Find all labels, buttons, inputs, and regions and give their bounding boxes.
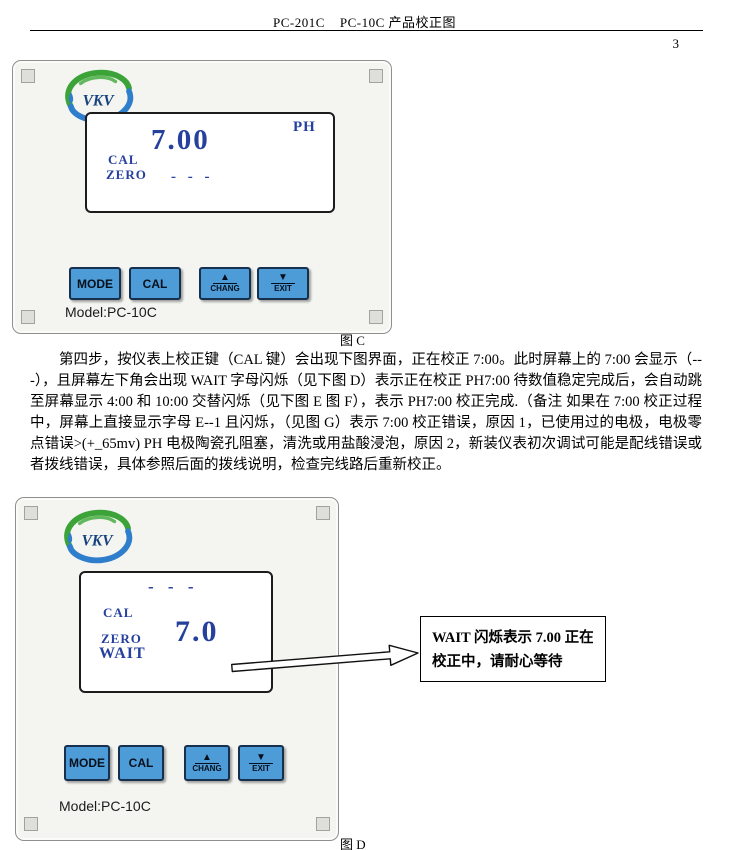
lcd-display: - - - CAL ZERO WAIT 7.0	[79, 571, 273, 693]
step-4-paragraph: 第四步，按仪表上校正键（CAL 键）会出现下图界面，正在校正 7:00。此时屏幕…	[30, 352, 702, 473]
callout-arrow-icon	[231, 644, 419, 673]
exit-button-label: EXIT	[252, 763, 270, 773]
up-arrow-icon: ▲	[195, 752, 219, 764]
cal-button: CAL	[129, 267, 181, 300]
corner-screw	[316, 817, 330, 831]
logo-text: VKV	[82, 533, 115, 550]
corner-screw	[369, 310, 383, 324]
callout-text-line2: 校正中，请耐心等待	[432, 654, 563, 670]
header-divider	[30, 30, 703, 31]
down-arrow-icon: ▼	[271, 273, 295, 284]
corner-screw	[369, 69, 383, 83]
corner-screw	[24, 506, 38, 520]
mode-button: MODE	[64, 745, 110, 781]
vkv-logo-icon: VKV	[58, 506, 140, 566]
exit-button: ▼ EXIT	[238, 745, 284, 781]
page-header-title: PC-201C PC-10C 产品校正图	[272, 15, 457, 30]
lcd-dashes: - - -	[148, 577, 199, 596]
down-arrow-icon: ▼	[249, 752, 273, 764]
ph-reading: 7.00	[151, 124, 210, 156]
corner-screw	[21, 310, 35, 324]
device-panel-figure-d: VKV - - - CAL ZERO WAIT 7.0 MODE CAL ▲ C…	[15, 497, 339, 841]
chang-button-label: CHANG	[192, 763, 222, 773]
corner-screw	[316, 506, 330, 520]
figure-d-caption: 图 D	[340, 837, 366, 850]
callout-box: WAIT 闪烁表示 7.00 正在 校正中，请耐心等待	[420, 616, 606, 682]
device-panel-figure-c: VKV 7.00 PH CAL ZERO - - - MODE CAL ▲ CH…	[12, 60, 392, 334]
corner-screw	[24, 817, 38, 831]
mode-button: MODE	[69, 267, 121, 300]
chang-button: ▲ CHANG	[199, 267, 251, 300]
model-label: Model:PC-10C	[59, 798, 151, 814]
lcd-dashes: - - -	[171, 169, 214, 185]
ph-reading: 7.0	[175, 615, 219, 648]
lcd-zero-label: ZERO	[101, 631, 142, 646]
vkv-logo-icon: VKV	[59, 66, 141, 126]
figure-c-caption: 图 C	[340, 333, 365, 348]
corner-screw	[21, 69, 35, 83]
lcd-cal-label: CAL	[103, 605, 134, 620]
callout-text-line1: WAIT 闪烁表示 7.00 正在	[432, 630, 594, 646]
up-arrow-icon: ▲	[213, 273, 237, 284]
logo-text: VKV	[83, 93, 116, 110]
exit-button-label: EXIT	[274, 284, 292, 293]
model-label: Model:PC-10C	[65, 304, 157, 320]
ph-unit-label: PH	[293, 119, 316, 135]
lcd-display: 7.00 PH CAL ZERO - - -	[85, 112, 335, 213]
cal-button: CAL	[118, 745, 164, 781]
lcd-wait-label: WAIT	[99, 645, 146, 662]
exit-button: ▼ EXIT	[257, 267, 309, 300]
page-number: 3	[672, 36, 680, 51]
lcd-zero-label: ZERO	[106, 167, 147, 182]
chang-button: ▲ CHANG	[184, 745, 230, 781]
chang-button-label: CHANG	[210, 284, 240, 293]
lcd-cal-label: CAL	[108, 152, 139, 167]
